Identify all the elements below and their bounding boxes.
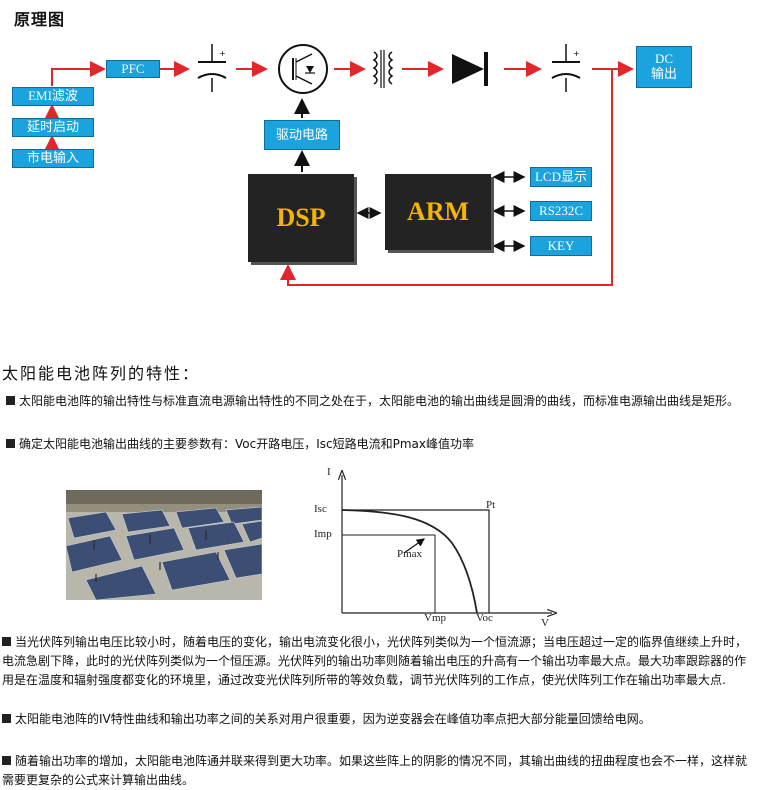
iv-curve-chart	[312, 465, 562, 625]
key-box: KEY	[530, 236, 592, 256]
emi-filter-box: EMI滤波	[12, 87, 94, 106]
imp-label: Imp	[314, 528, 332, 540]
capacitor-icon: +	[551, 44, 581, 92]
drive-circuit-box: 驱动电路	[264, 120, 340, 150]
mpp-rectangle	[342, 534, 436, 613]
lcd-display-box: LCD显示	[530, 167, 592, 187]
paragraph-output-characteristics: 太阳能电池阵的输出特性与标准直流电源输出特性的不同之处在于，太阳能电池的输出曲线…	[6, 392, 751, 411]
bullet-icon	[2, 756, 11, 765]
bullet-icon	[2, 637, 11, 646]
pt-rectangle	[342, 509, 490, 613]
svg-text:+: +	[219, 49, 226, 58]
arm-block: ARM	[385, 174, 491, 250]
dc-output-box: DC 输出	[636, 46, 692, 88]
vmp-label: Vmp	[424, 612, 446, 624]
transformer-icon	[372, 50, 394, 88]
diode-icon	[452, 52, 488, 86]
capacitor-icon: +	[197, 44, 227, 92]
solar-array-photo	[66, 490, 262, 600]
section-heading: 太阳能电池阵列的特性：	[2, 364, 201, 383]
pfc-box: PFC	[106, 60, 160, 78]
pt-label: Pt	[486, 499, 496, 511]
x-axis-label: V	[541, 617, 549, 629]
bullet-icon	[6, 439, 15, 448]
delay-start-box: 延时启动	[12, 118, 94, 137]
rs232c-box: RS232C	[530, 201, 592, 221]
diagram-heading: 原理图	[14, 10, 66, 29]
bullet-icon	[6, 396, 15, 405]
bullet-icon	[2, 714, 11, 723]
igbt-switch-icon	[278, 44, 328, 94]
pmax-arrow	[403, 538, 425, 554]
mains-input-box: 市电输入	[12, 149, 94, 168]
iv-curve	[341, 509, 478, 614]
paragraph-shading: 随着输出功率的增加，太阳能电池阵通并联来得到更大功率。如果这些阵上的阴影的情况不…	[2, 754, 748, 787]
paragraph-key-parameters: 确定太阳能电池输出曲线的主要参数有：Voc开路电压，Isc短路电流和Pmax峰值…	[6, 435, 751, 454]
voc-label: Voc	[476, 612, 493, 624]
paragraph-iv-importance: 太阳能电池阵的IV特性曲线和输出功率之间的关系对用户很重要，因为逆变器会在峰值功…	[2, 710, 750, 729]
dsp-block: DSP	[248, 174, 354, 262]
y-axis-label: I	[327, 466, 331, 478]
svg-text:+: +	[573, 49, 580, 58]
isc-label: Isc	[314, 503, 327, 515]
pmax-label: Pmax	[397, 548, 423, 560]
paragraph-operating-point: 当光伏阵列输出电压比较小时，随着电压的变化，输出电流变化很小，光伏阵列类似为一个…	[2, 635, 748, 687]
block-diagram-wiring: + +	[44, 44, 634, 286]
